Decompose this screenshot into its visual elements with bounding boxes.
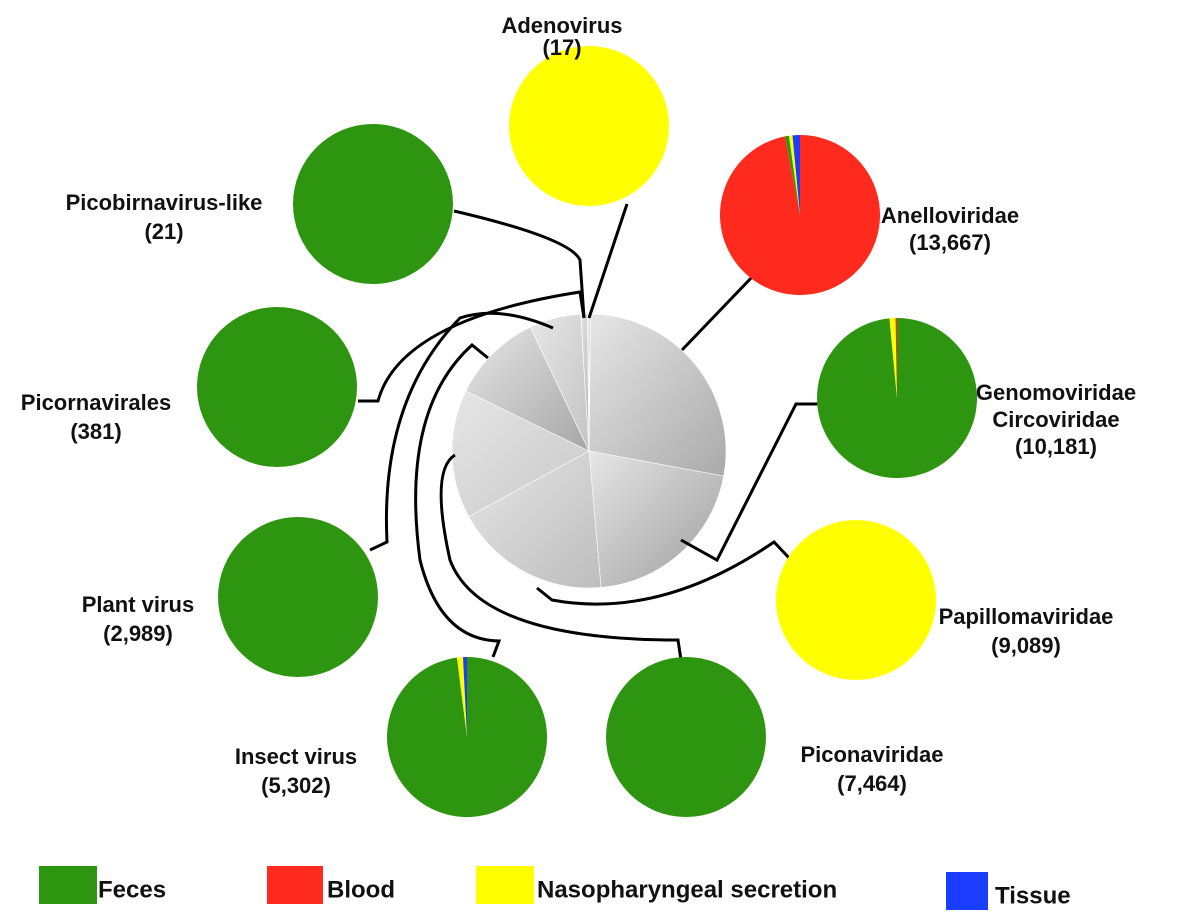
pie-slice-feces	[217, 516, 379, 678]
pie-slice-tissue	[792, 135, 800, 215]
group-count-label: (9,089)	[991, 633, 1061, 658]
connector-lines	[358, 203, 820, 661]
group-pie-0	[509, 46, 669, 206]
group-name-label: Adenovirus	[501, 13, 622, 38]
group-name-label: Picornavirales	[21, 390, 171, 415]
pie-slice-tissue	[462, 657, 467, 737]
center-slice-anelloviridae	[588, 313, 727, 477]
center-pie	[451, 313, 727, 589]
pie-slice-nasopharyngeal	[889, 318, 897, 398]
pie-slice-nasopharyngeal	[788, 135, 800, 215]
group-name-label: Anelloviridae	[881, 203, 1019, 228]
center-slice-genomoviridae-circoviridae	[588, 450, 725, 588]
legend-label-feces: Feces	[98, 876, 166, 903]
group-pie-2	[816, 318, 977, 479]
legend-label-tissue: Tissue	[995, 882, 1071, 909]
connector-5	[414, 343, 502, 658]
pie-slice-feces	[197, 307, 357, 467]
pie-slice-nasopharyngeal	[776, 520, 936, 680]
group-pie-1	[720, 135, 880, 295]
pie-slice-feces	[785, 135, 800, 215]
group-name-label: Genomoviridae	[976, 380, 1136, 405]
group-name-label: Papillomaviridae	[939, 604, 1114, 629]
group-count-label: (2,989)	[103, 621, 173, 646]
group-count-label: (10,181)	[1015, 434, 1097, 459]
group-count-label: (13,667)	[909, 230, 991, 255]
group-name-label: Insect virus	[235, 744, 357, 769]
connector-4	[439, 453, 683, 661]
center-slice-insect-virus	[465, 326, 590, 452]
group-name-label: Piconaviridae	[800, 742, 943, 767]
legend-label-blood: Blood	[327, 876, 395, 903]
legend: Feces Blood Nasopharyngeal secretion Tissue	[39, 866, 1071, 910]
legend-swatch-tissue	[946, 872, 988, 910]
group-count-label: (381)	[70, 419, 121, 444]
group-pie-4	[605, 656, 767, 818]
center-slice-papillomaviridae	[468, 450, 602, 589]
connector-3	[536, 540, 793, 606]
group-name-label: Picobirnavirus-like	[66, 190, 263, 215]
legend-swatch-nasopharyngeal	[476, 866, 534, 904]
connector-6	[369, 311, 554, 552]
connector-8	[453, 209, 586, 319]
connector-2	[680, 402, 820, 563]
pie-slice-feces	[386, 657, 547, 817]
pie-slice-feces	[605, 656, 767, 818]
group-count-label: (17)	[542, 35, 581, 60]
group-pie-6	[217, 516, 379, 678]
group-name-label: Circoviridae	[992, 407, 1119, 432]
legend-swatch-blood	[267, 866, 323, 904]
group-pies	[197, 46, 977, 818]
group-count-label: (21)	[144, 219, 183, 244]
pie-slice-nasopharyngeal	[509, 46, 669, 206]
legend-label-nasopharyngeal: Nasopharyngeal secretion	[537, 876, 837, 903]
pie-slice-blood	[895, 318, 897, 398]
center-slice-piconaviridae	[451, 390, 590, 518]
group-pie-7	[197, 307, 357, 467]
group-pie-3	[776, 520, 936, 680]
pie-slice-feces	[292, 123, 453, 285]
group-pie-5	[386, 657, 547, 817]
legend-swatch-feces	[39, 866, 97, 904]
connector-0	[587, 203, 629, 319]
connector-1	[680, 274, 755, 352]
group-count-label: (5,302)	[261, 773, 331, 798]
group-pie-8	[292, 123, 453, 285]
group-name-label: Plant virus	[82, 592, 194, 617]
pie-slice-nasopharyngeal	[456, 657, 467, 737]
group-count-label: (7,464)	[837, 771, 907, 796]
connector-7	[358, 290, 586, 403]
group-labels: Adenovirus(17) Anelloviridae(13,667) Genom…	[21, 13, 1136, 798]
